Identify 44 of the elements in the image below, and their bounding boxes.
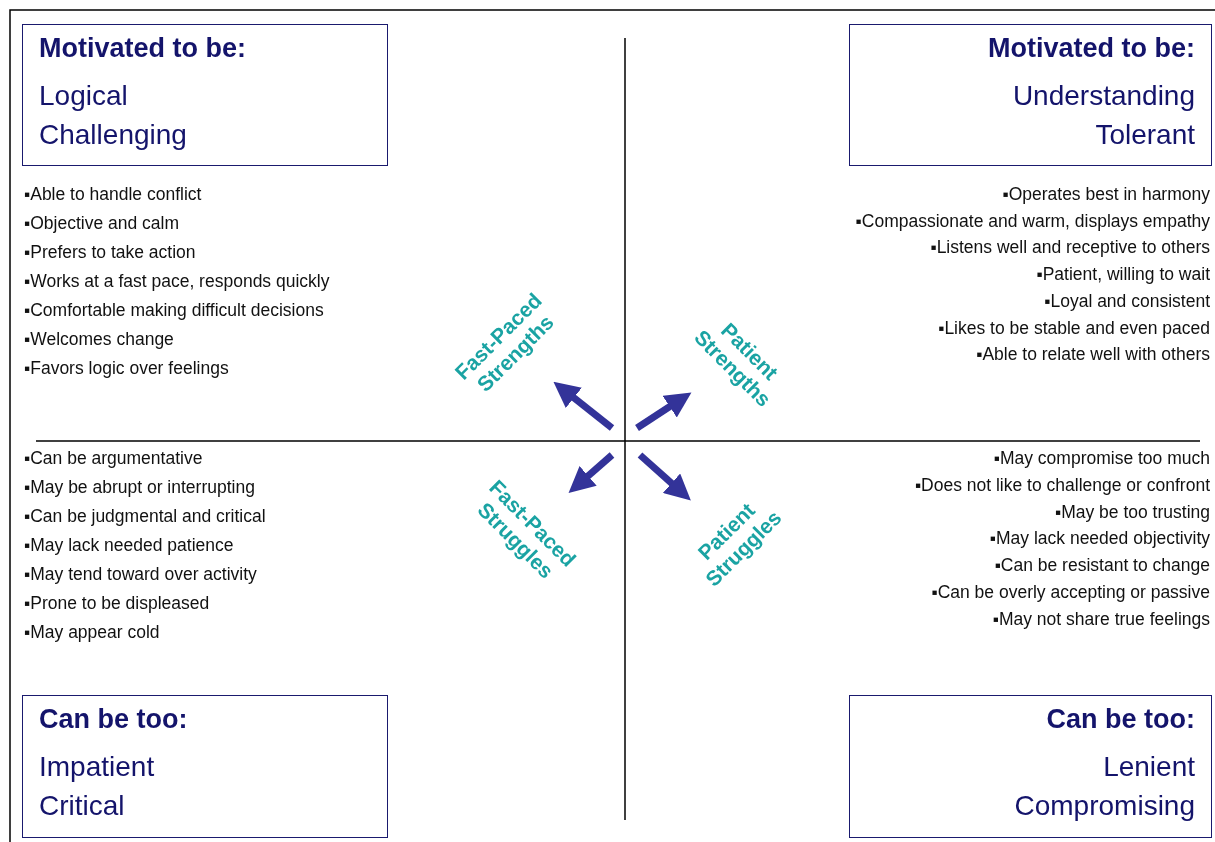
bullet-point: ▪Works at a fast pace, responds quickly <box>24 271 330 292</box>
bullet-point: ▪Can be overly accepting or passive <box>931 582 1210 603</box>
arrow <box>637 452 691 501</box>
heading: Can be too: <box>39 704 189 735</box>
bullet-point: ▪Prefers to take action <box>24 242 196 263</box>
bullet-point: ▪May not share true feelings <box>992 608 1210 630</box>
bullet-point: ▪May tend toward over activity <box>24 564 257 585</box>
trait-list: Understanding Tolerant <box>1012 76 1195 154</box>
bullet-point: ▪Operates best in harmony <box>1002 184 1210 205</box>
heading-box <box>849 24 1212 166</box>
arrow <box>635 392 692 431</box>
bullet-point: ▪Can be judgmental and critical <box>24 506 266 527</box>
bullet-point: ▪Likes to be stable and even paced <box>938 317 1210 339</box>
bullet-point: ▪Can be resistant to change <box>994 555 1210 577</box>
bullet-point: ▪Prone to be displeased <box>24 593 210 614</box>
bullet-point: ▪Compassionate and warm, displays empathy <box>855 210 1210 232</box>
bullet-point: ▪Favors logic over feelings <box>24 358 229 379</box>
bullet-point: ▪Welcomes change <box>24 329 174 350</box>
arrow <box>553 381 615 431</box>
bullet-point: ▪May compromise too much <box>993 448 1210 469</box>
heading: Motivated to be: <box>987 33 1195 64</box>
bullet-point: ▪Patient, willing to wait <box>1036 264 1210 286</box>
bullet-point: ▪May be too trusting <box>1054 501 1210 523</box>
bullet-point: ▪Comfortable making difficult decisions <box>24 300 324 321</box>
heading-box <box>22 24 388 166</box>
heading-box <box>849 695 1212 838</box>
trait-list: Lenient Compromising <box>1014 747 1195 825</box>
arrow <box>568 452 615 493</box>
bullet-point: ▪May be abrupt or interrupting <box>24 477 255 498</box>
bullet-point: ▪Does not like to challenge or confront <box>914 474 1210 496</box>
bullet-point: ▪Can be argumentative <box>24 448 203 469</box>
bullet-point: ▪Able to handle conflict <box>24 184 202 205</box>
bullet-point: ▪Able to relate well with others <box>976 344 1210 366</box>
bullet-point: ▪May appear cold <box>24 622 160 643</box>
trait-list: Logical Challenging <box>39 76 187 154</box>
bullet-point: ▪May lack needed objectivity <box>989 528 1210 550</box>
bullet-point: ▪Objective and calm <box>24 213 180 234</box>
bullet-point: ▪Listens well and receptive to others <box>930 237 1210 259</box>
bullet-point: ▪May lack needed patience <box>24 535 234 556</box>
heading-box <box>22 695 388 838</box>
bullet-point: ▪Loyal and consistent <box>1044 290 1210 312</box>
heading: Can be too: <box>1045 704 1195 735</box>
heading: Motivated to be: <box>39 33 247 64</box>
trait-list: Impatient Critical <box>39 747 155 825</box>
